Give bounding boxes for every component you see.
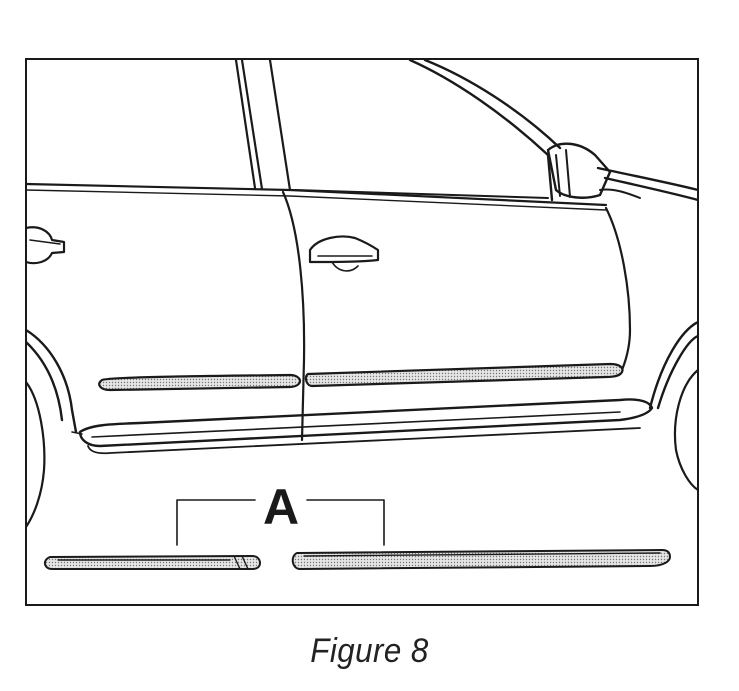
side-mirror <box>546 142 612 199</box>
car-side-view <box>26 59 698 529</box>
front-door-handle <box>308 235 380 264</box>
trim-part-short <box>44 554 262 570</box>
rear-door-handle <box>26 226 66 265</box>
figure-caption: Figure 8 <box>310 632 429 670</box>
rear-door-front-edge <box>281 190 306 442</box>
rocker-panel <box>78 398 654 448</box>
rear-tire <box>26 380 46 529</box>
installed-molding-front <box>304 362 624 388</box>
trim-part-long <box>291 548 672 571</box>
front-tire <box>673 368 698 492</box>
hood-line <box>596 166 698 202</box>
callout-bracket <box>176 499 385 546</box>
rear-wheel-arch <box>26 328 78 434</box>
callout-label: A <box>263 479 299 535</box>
figure-frame <box>25 58 699 606</box>
b-pillar <box>234 59 292 192</box>
front-window-frame <box>408 59 562 202</box>
installed-molding-rear <box>98 373 302 392</box>
belt-line <box>26 182 608 207</box>
front-door-front-edge <box>604 206 632 372</box>
front-wheel-arch <box>648 320 698 410</box>
